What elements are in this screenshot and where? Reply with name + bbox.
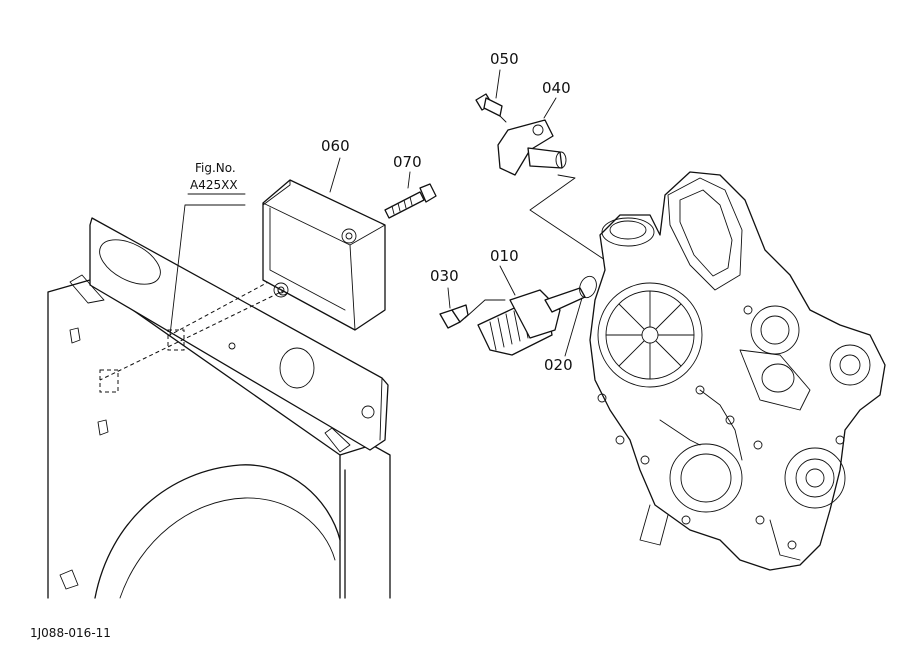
part-010-solenoid bbox=[477, 287, 586, 356]
radiator-shroud bbox=[47, 217, 391, 599]
part-050-bolt bbox=[475, 93, 507, 123]
part-labels: 050 040 060 070 010 030 020 Fig.No. A425… bbox=[30, 50, 573, 640]
fig-ref-line2: A425XX bbox=[190, 178, 238, 192]
label-060: 060 bbox=[321, 137, 350, 155]
leader-lines bbox=[169, 69, 606, 357]
label-070: 070 bbox=[393, 153, 422, 171]
part-040-sensor bbox=[497, 119, 567, 176]
label-020: 020 bbox=[544, 356, 573, 374]
label-030: 030 bbox=[430, 267, 459, 285]
drawing-code: 1J088-016-11 bbox=[30, 626, 111, 640]
fig-ref-line1: Fig.No. bbox=[195, 161, 236, 175]
part-020-o-ring bbox=[579, 275, 597, 299]
label-050: 050 bbox=[490, 50, 519, 68]
label-010: 010 bbox=[490, 247, 519, 265]
part-070-bolt bbox=[384, 183, 437, 219]
gear-case bbox=[589, 171, 886, 571]
part-030-screw bbox=[439, 304, 469, 329]
label-040: 040 bbox=[542, 79, 571, 97]
part-060-controller-box bbox=[262, 179, 386, 331]
